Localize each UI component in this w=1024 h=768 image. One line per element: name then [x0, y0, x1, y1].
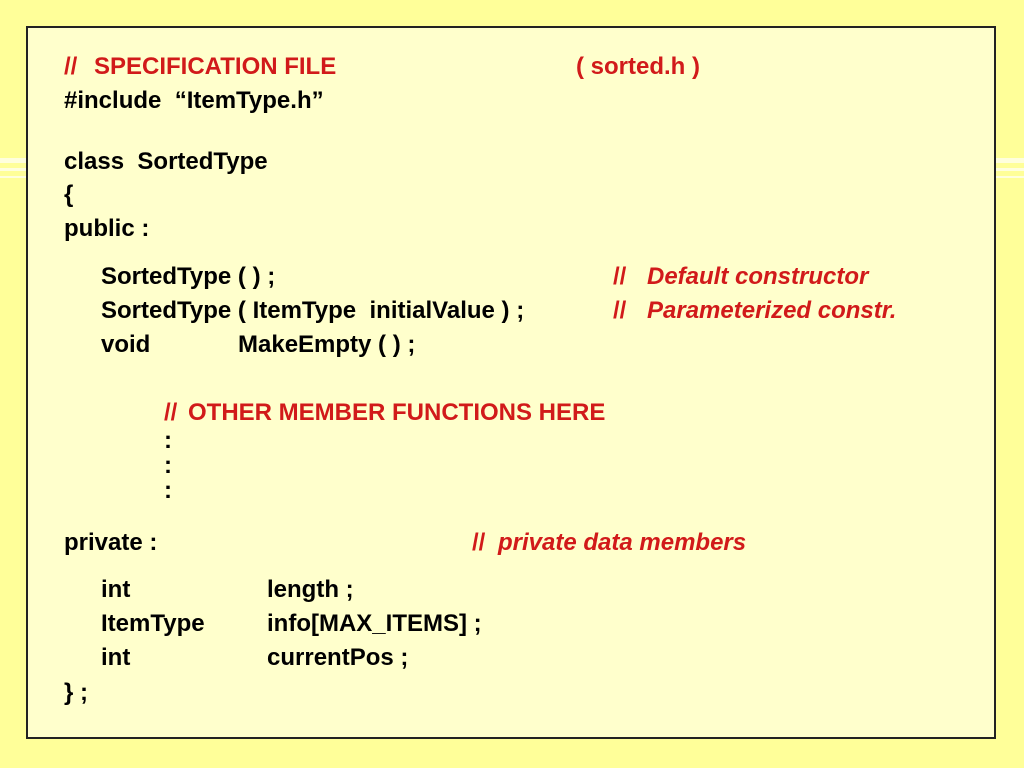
member-type: int — [101, 644, 131, 671]
comment-slashes: // — [613, 263, 627, 290]
comment-slashes: // — [64, 53, 78, 80]
member-default-constructor: SortedType ( ) ; // Default constructor — [101, 262, 868, 412]
private-label: private : — [64, 529, 158, 556]
file-name: ( sorted.h ) — [576, 53, 700, 80]
spec-comment-line: // SPECIFICATION FILE ( sorted.h ) — [64, 52, 700, 202]
member-name: info[MAX_ITEMS] ; — [267, 610, 482, 637]
comment-slashes: // — [613, 297, 627, 324]
private-member-length: int length ; — [101, 575, 354, 695]
ellipsis-dot: : — [164, 452, 172, 479]
member-type: int — [101, 576, 131, 603]
member-name: currentPos ; — [267, 644, 409, 671]
include-line: #include “ItemType.h” — [64, 87, 324, 114]
member-name: MakeEmpty ( ) ; — [238, 331, 416, 358]
comment-slashes: // — [164, 399, 178, 426]
member-code: SortedType ( ItemType initialValue ) ; — [101, 297, 525, 324]
private-member-currentpos: int currentPos ; — [101, 643, 408, 763]
ellipsis-dot: : — [164, 477, 172, 504]
other-members-text: OTHER MEMBER FUNCTIONS HERE — [188, 399, 606, 426]
member-make-empty: void MakeEmpty ( ) ; — [101, 330, 415, 450]
other-members-comment: // OTHER MEMBER FUNCTIONS HERE — [164, 398, 605, 518]
member-code: SortedType ( ) ; — [101, 263, 276, 290]
member-type: ItemType — [101, 610, 205, 637]
member-type: void — [101, 331, 151, 358]
closing-brace: } ; — [64, 679, 88, 706]
class-line: class SortedType — [64, 148, 268, 175]
private-comment: private data members — [498, 529, 747, 556]
code-panel: // SPECIFICATION FILE ( sorted.h ) #incl… — [26, 26, 996, 739]
public-label: public : — [64, 215, 150, 242]
spec-file-label: SPECIFICATION FILE — [94, 53, 337, 80]
member-comment: Default constructor — [647, 263, 869, 290]
member-name: length ; — [267, 576, 354, 603]
member-param-constructor: SortedType ( ItemType initialValue ) ; /… — [101, 296, 896, 446]
ellipsis-dot: : — [164, 427, 172, 454]
member-comment: Parameterized constr. — [647, 297, 897, 324]
open-brace: { — [64, 181, 74, 208]
comment-slashes: // — [472, 529, 486, 556]
private-member-info: ItemType info[MAX_ITEMS] ; — [101, 609, 482, 729]
private-line: private : // private data members — [64, 528, 746, 678]
